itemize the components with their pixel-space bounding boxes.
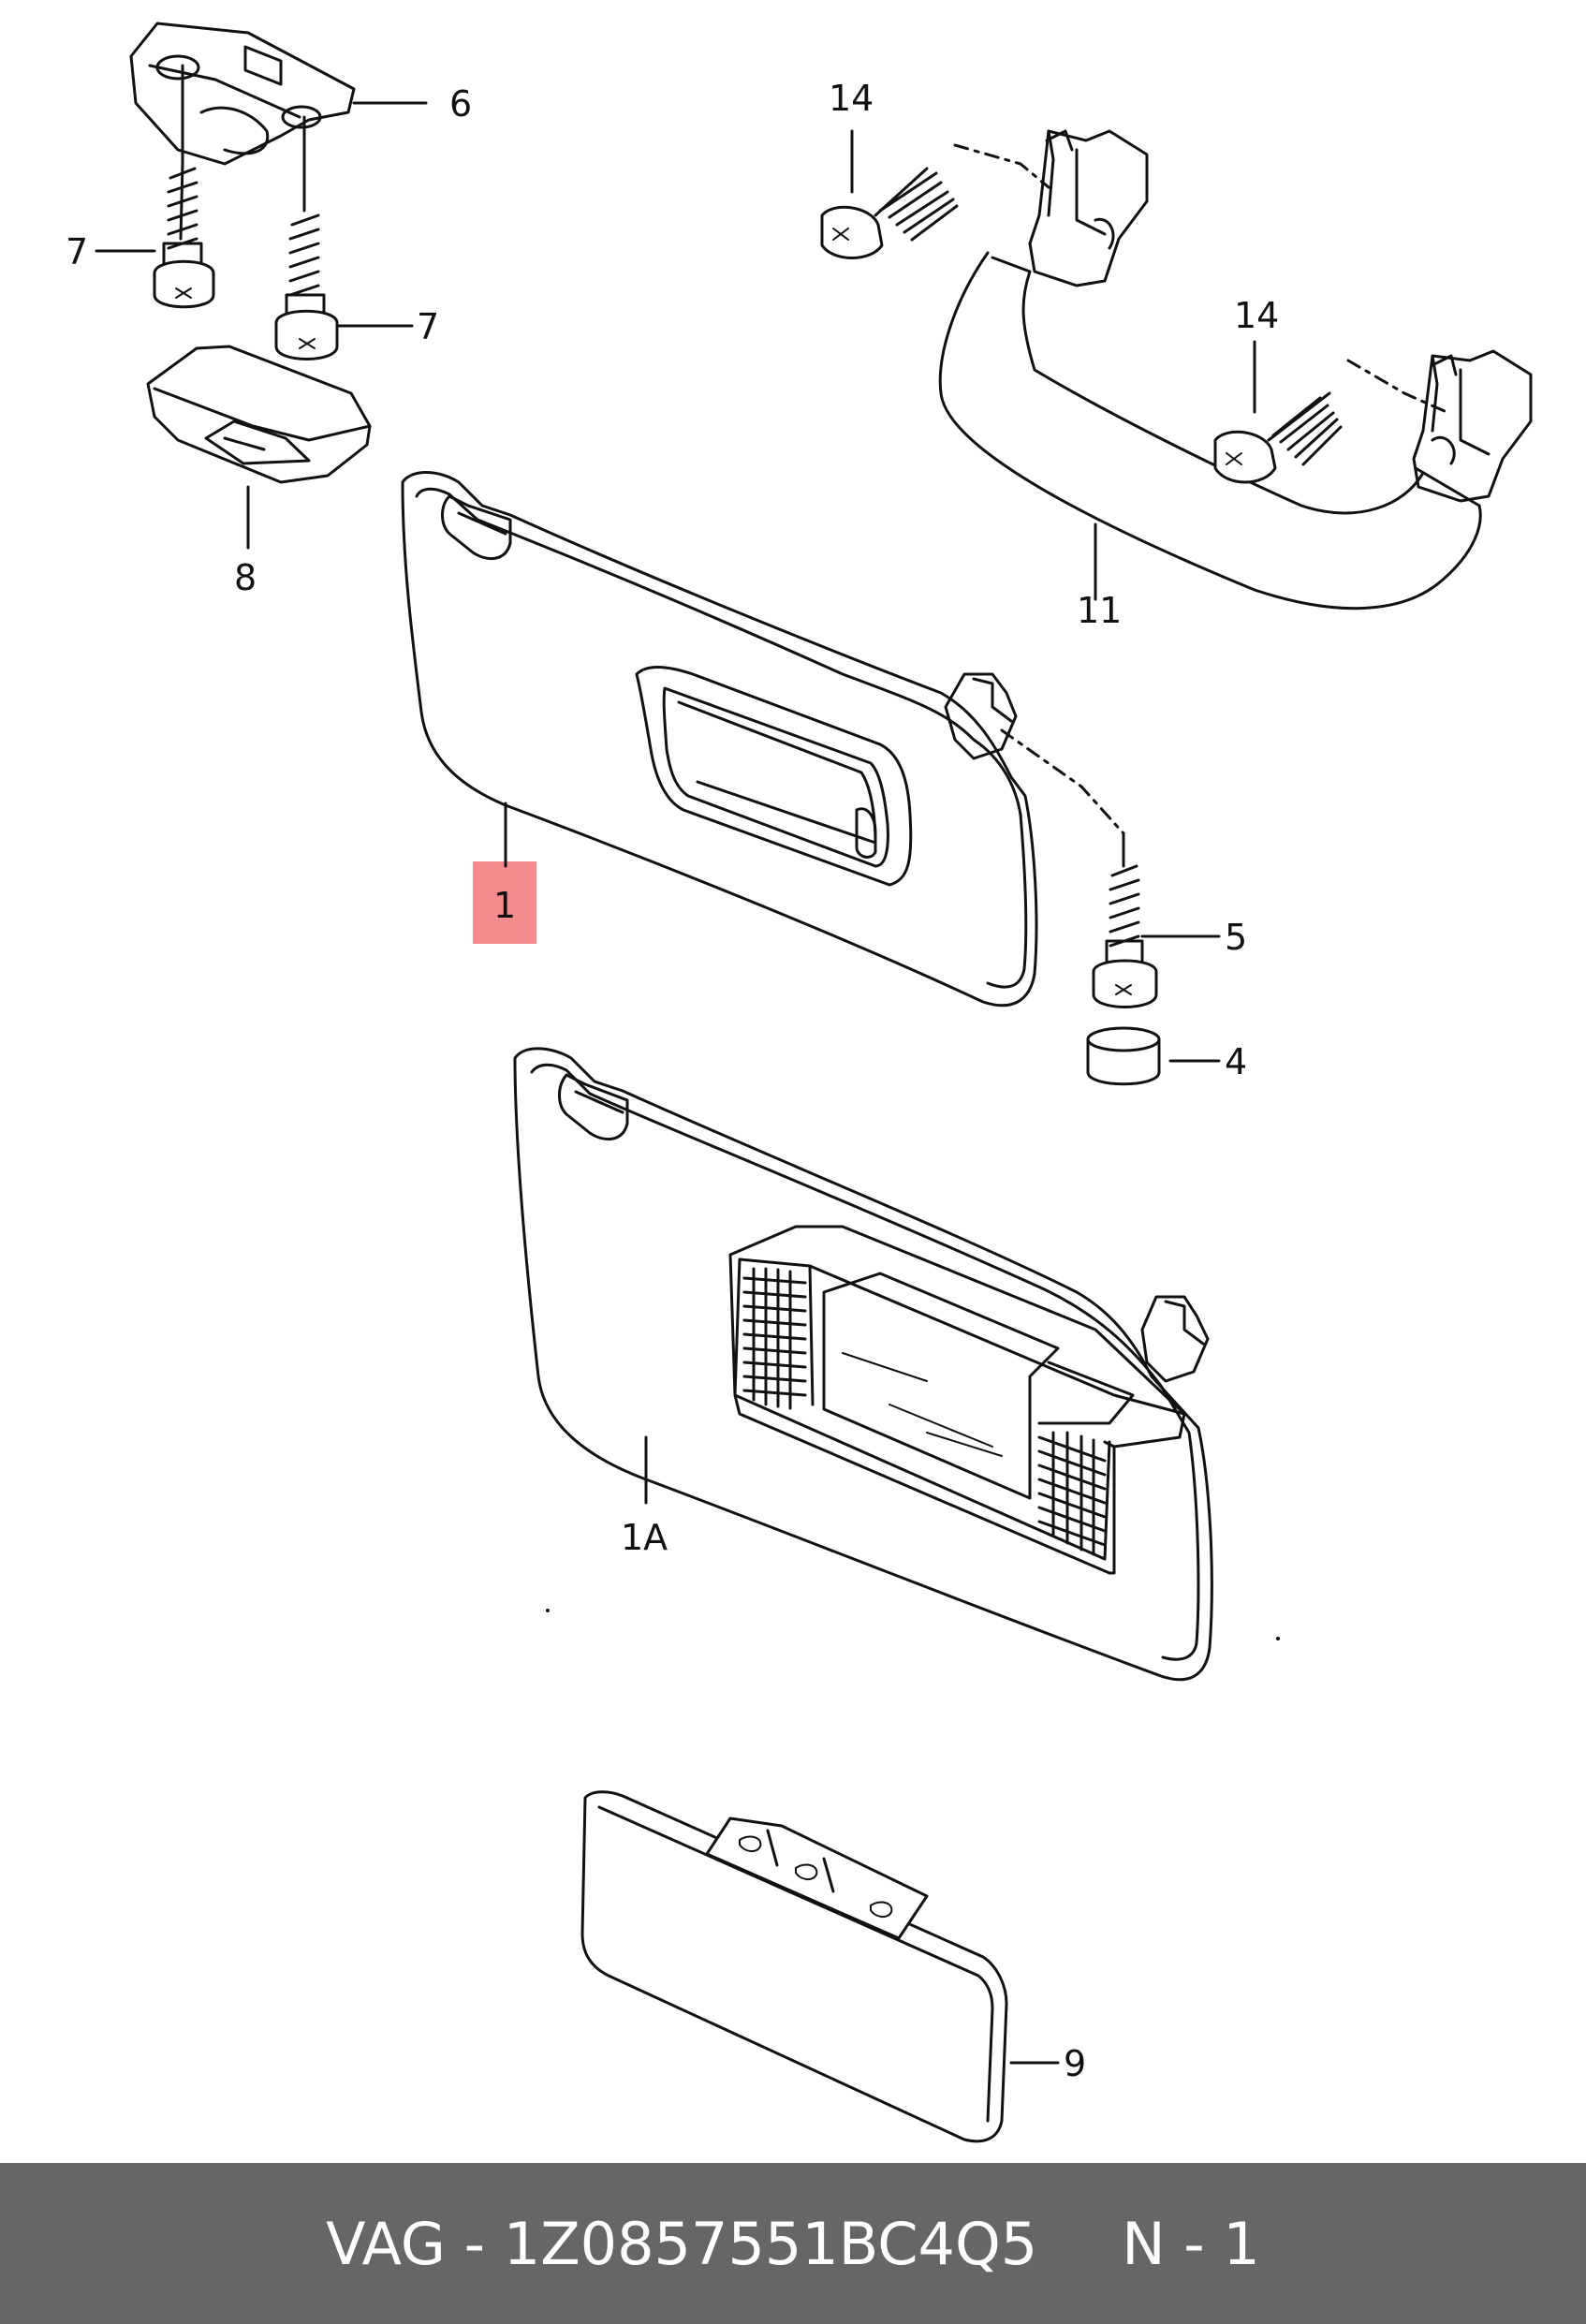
part-1A-lamp-mesh [742,1267,1107,1556]
label-9: 9 [1064,2043,1086,2084]
screw-14-bottom [1213,340,1448,484]
label-14a: 14 [829,78,874,119]
part-number-footer: VAG - 1Z0857551BC4Q5 N - 1 [0,2163,1586,2324]
label-6: 6 [449,83,472,125]
quantity-text: N - 1 [1122,2209,1260,2278]
label-14b: 14 [1234,295,1279,336]
label-4: 4 [1225,1041,1247,1082]
label-8: 8 [234,557,257,598]
label-5: 5 [1225,917,1247,958]
part-11-grab-handle [938,129,1533,610]
part-4-cap [1086,1026,1161,1086]
part-9-mirror [580,1790,1008,2143]
label-1A: 1A [621,1517,668,1558]
screw-5 [1000,728,1158,1008]
highlight-box [473,861,536,944]
screw-14-top [820,129,1050,259]
label-7a: 7 [66,231,88,272]
part-number-text: VAG - 1Z0857551BC4Q5 [326,2209,1038,2278]
part-1-sun-visor [401,471,1038,1008]
part-6-bracket [129,22,356,166]
label-7b: 7 [417,306,439,347]
label-11: 11 [1077,590,1122,631]
screw-7-right [274,115,339,360]
part-8-cover [146,345,372,484]
label-1: 1 [493,885,516,926]
screw-7-left [153,64,215,309]
parts-diagram: 6 7 7 8 14 14 11 1 5 4 1A 9 [66,22,1533,2143]
part-1A-sun-visor-mirror [513,1047,1213,1682]
